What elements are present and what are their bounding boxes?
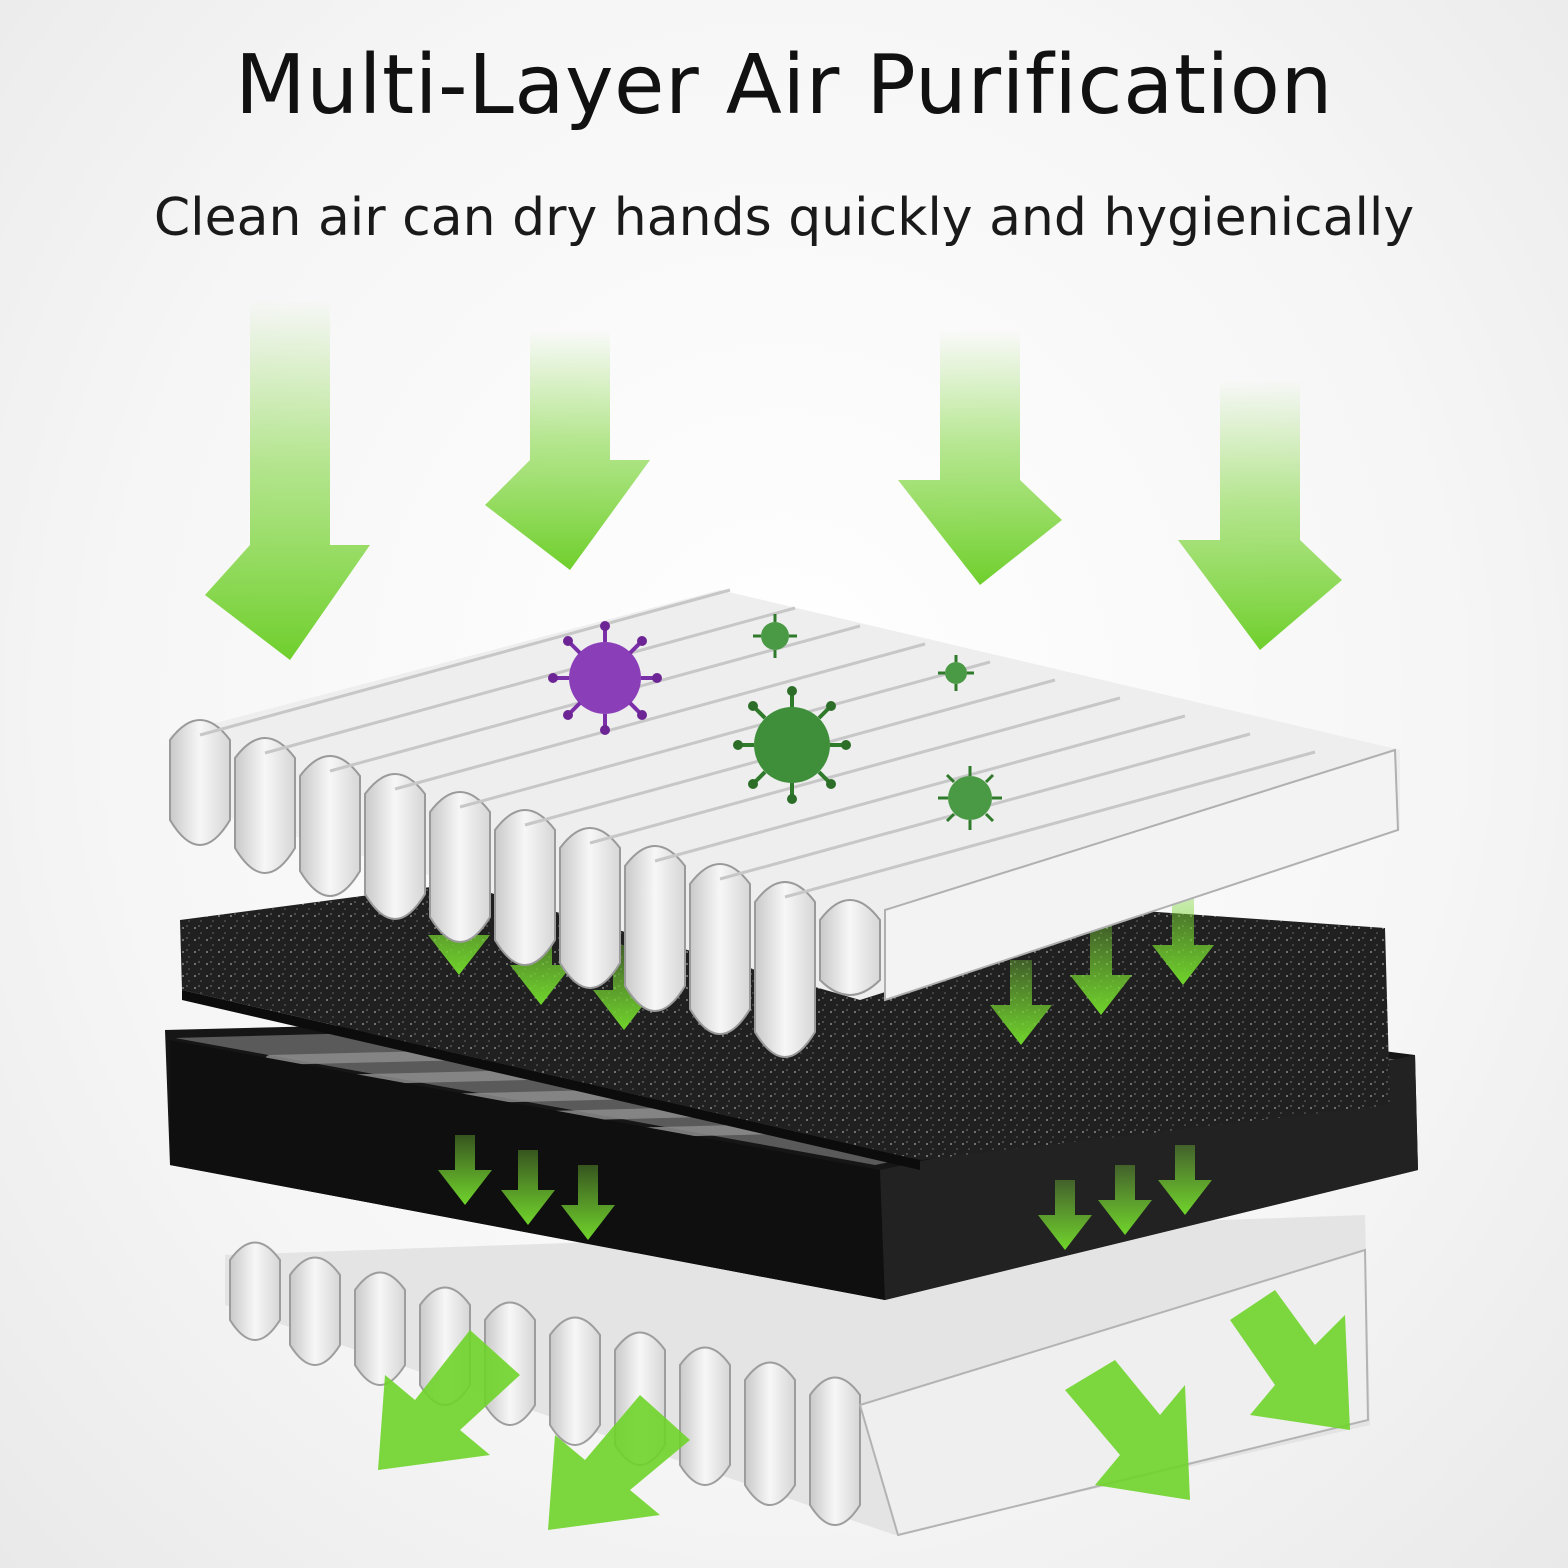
page-subtitle: Clean air can dry hands quickly and hygi… bbox=[153, 188, 1415, 248]
green-airflow-arrow-icon bbox=[593, 945, 655, 1030]
viruses bbox=[548, 614, 1002, 830]
virus-icon bbox=[938, 655, 974, 691]
green-airflow-arrow-icon bbox=[561, 1165, 615, 1240]
mid-airflow-arrows bbox=[428, 885, 1214, 1250]
green-airflow-arrow-icon bbox=[1098, 1165, 1152, 1235]
green-airflow-arrow-icon bbox=[1178, 380, 1342, 650]
virus-icon bbox=[733, 686, 851, 804]
green-airflow-arrow-icon bbox=[438, 1135, 492, 1205]
green-airflow-arrow-icon bbox=[1038, 1180, 1092, 1250]
virus-icon bbox=[548, 621, 662, 735]
green-airflow-arrow-icon bbox=[990, 960, 1052, 1045]
green-airflow-arrow-icon bbox=[548, 1395, 690, 1530]
green-airflow-arrow-icon bbox=[1152, 895, 1214, 985]
green-airflow-arrow-icon bbox=[1230, 1290, 1350, 1430]
green-airflow-arrow-icon bbox=[501, 1150, 555, 1225]
green-airflow-arrow-icon bbox=[378, 1330, 520, 1470]
green-airflow-arrow-icon bbox=[1158, 1145, 1212, 1215]
virus-icon bbox=[753, 614, 797, 658]
page-title: Multi-Layer Air Purification bbox=[235, 38, 1333, 133]
intake-arrows bbox=[205, 300, 1342, 660]
virus-icon bbox=[938, 766, 1002, 830]
green-airflow-arrow-icon bbox=[205, 300, 370, 660]
green-airflow-arrow-icon bbox=[898, 330, 1062, 585]
green-airflow-arrow-icon bbox=[510, 915, 572, 1005]
green-airflow-arrow-icon bbox=[485, 330, 650, 570]
green-airflow-arrow-icon bbox=[1070, 925, 1132, 1015]
green-airflow-arrow-icon bbox=[1065, 1360, 1190, 1500]
pleated-white-filter-top bbox=[169, 588, 1400, 1058]
exhaust-arrows bbox=[378, 1290, 1350, 1530]
